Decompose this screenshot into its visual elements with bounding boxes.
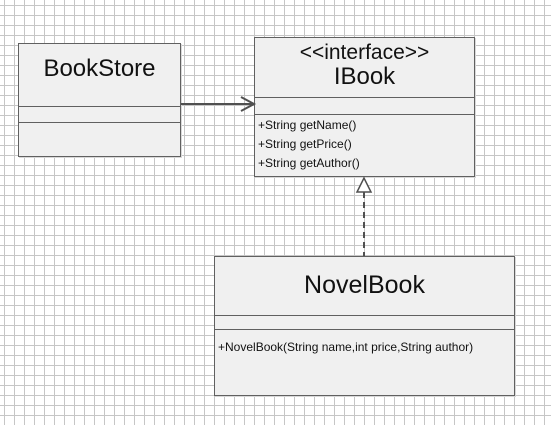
operations-compartment: +NovelBook(String name,int price,String …	[215, 330, 514, 395]
operation-get-price: +String getPrice()	[258, 137, 352, 151]
operations-compartment	[19, 123, 180, 156]
open-arrowhead-icon	[240, 96, 257, 112]
class-name-compartment: <<interface>> IBook	[255, 38, 474, 98]
operation-novelbook-constructor: +NovelBook(String name,int price,String …	[218, 340, 474, 354]
operations-compartment: +String getName() +String getPrice() +St…	[255, 115, 474, 176]
attributes-compartment	[215, 316, 514, 330]
attributes-compartment	[255, 98, 474, 115]
operation-get-author: +String getAuthor()	[258, 156, 360, 170]
class-name-novelbook: NovelBook	[304, 271, 425, 299]
class-novelbook[interactable]: NovelBook +NovelBook(String name,int pri…	[214, 256, 515, 396]
stereotype-label: <<interface>>	[299, 41, 430, 64]
hollow-triangle-arrowhead-icon	[355, 176, 373, 193]
operation-get-name: +String getName()	[258, 118, 357, 132]
class-name-compartment: NovelBook	[215, 257, 514, 316]
realization-novelbook-ibook[interactable]	[355, 176, 373, 256]
class-name-compartment: BookStore	[19, 44, 180, 107]
association-bookstore-ibook[interactable]	[181, 96, 257, 112]
class-ibook[interactable]: <<interface>> IBook +String getName() +S…	[254, 37, 475, 177]
class-name-ibook: IBook	[333, 63, 396, 90]
attributes-compartment	[19, 107, 180, 123]
class-name-bookstore: BookStore	[43, 55, 156, 82]
class-bookstore[interactable]: BookStore	[18, 43, 181, 157]
